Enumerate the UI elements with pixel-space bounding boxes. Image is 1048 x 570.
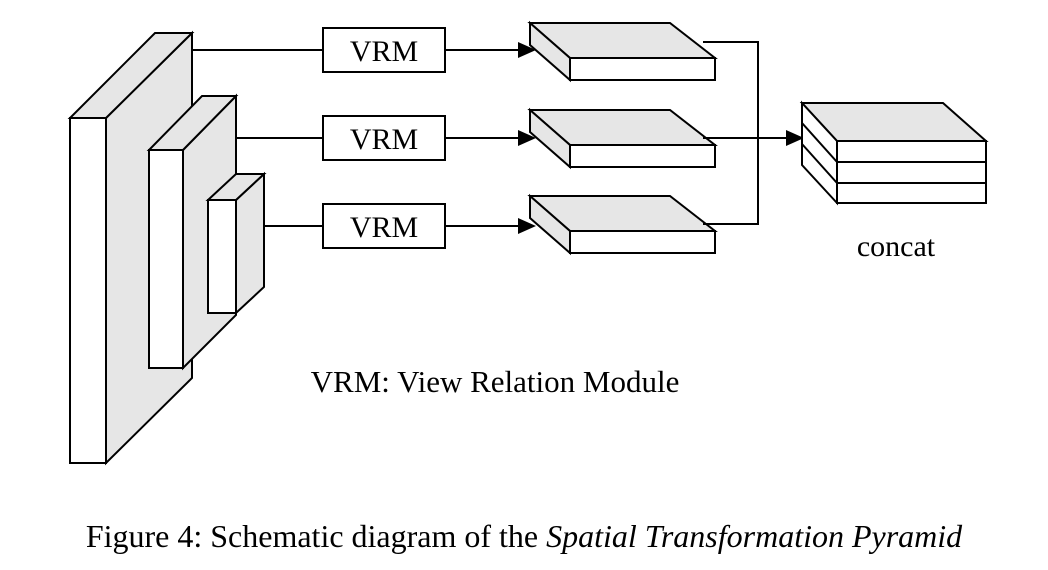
arrow-top — [445, 42, 536, 58]
arrowhead-middle — [518, 130, 536, 146]
caption-title: Spatial Transformation Pyramid — [546, 518, 963, 554]
merge-connector — [703, 41, 804, 225]
figure-caption: Figure 4: Schematic diagram of the Spati… — [0, 518, 1048, 555]
pyramid-level-medium-front — [148, 149, 184, 369]
pyramid-level-large-front — [69, 117, 107, 464]
diagram-legend: VRM: View Relation Module — [311, 364, 680, 399]
arrowhead-top — [518, 42, 536, 58]
vrm-label-bottom: VRM — [350, 211, 418, 244]
merge-line-bottom — [703, 138, 759, 225]
vrm-box-top — [322, 27, 446, 73]
merge-line-top — [703, 41, 759, 138]
output-slab-middle-front — [569, 144, 716, 168]
feature-pyramid — [67, 30, 267, 466]
vrm-module-middle: VRM — [322, 115, 446, 161]
caption-prefix: Figure 4: Schematic diagram of the — [85, 518, 547, 554]
pyramid-level-small — [205, 171, 267, 316]
concat-label: concat — [857, 230, 936, 263]
concat-layer-2 — [836, 161, 987, 184]
pyramid-level-small-front — [207, 199, 237, 314]
output-slab-top-front — [569, 57, 716, 81]
output-slab-bottom-front — [569, 230, 716, 254]
vrm-module-bottom: VRM — [322, 203, 446, 249]
arrowhead-bottom — [518, 218, 536, 234]
output-slab-top — [527, 20, 718, 83]
concat-layer-3 — [836, 182, 987, 204]
vrm-label-middle: VRM — [350, 123, 418, 156]
arrow-middle — [445, 130, 536, 146]
concat-layer-1 — [836, 140, 987, 163]
arrowhead-concat — [786, 130, 804, 146]
output-slab-middle — [527, 107, 718, 170]
output-slab-bottom — [527, 193, 718, 256]
vrm-module-top: VRM — [322, 27, 446, 73]
vrm-label-top: VRM — [350, 35, 418, 68]
arrow-bottom — [445, 218, 536, 234]
concat-stack — [799, 100, 989, 206]
